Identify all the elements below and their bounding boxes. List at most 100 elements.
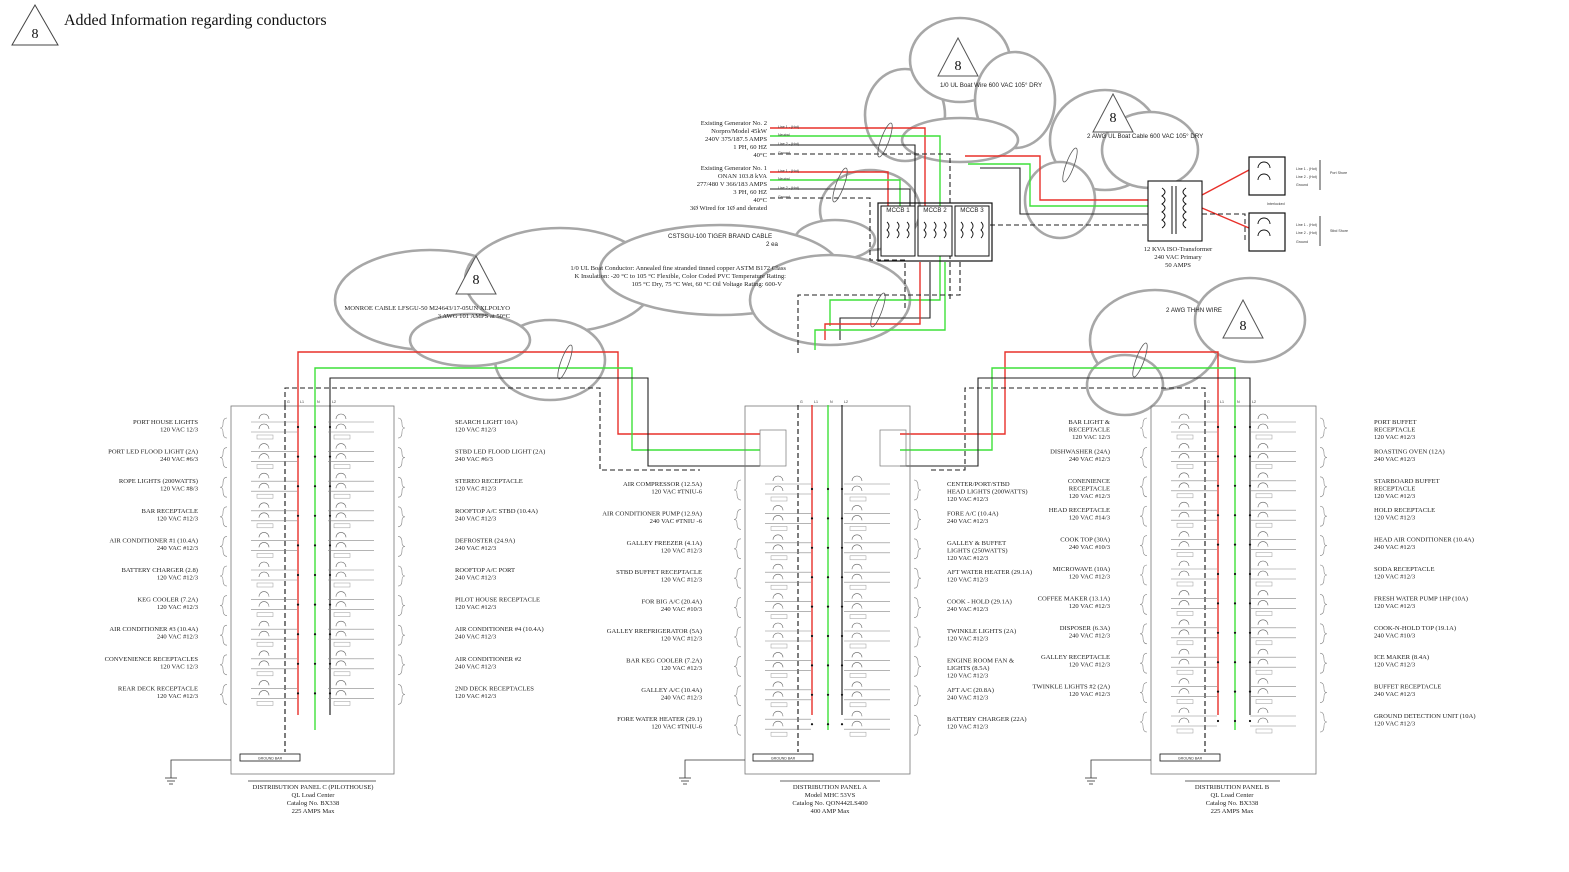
breaker-icon [772, 475, 784, 492]
breaker-rating-box [1176, 669, 1194, 675]
breaker-rating-box [333, 523, 351, 529]
svg-text:Line 2 - (Hot): Line 2 - (Hot) [1296, 231, 1317, 235]
svg-text:Neutral: Neutral [778, 133, 790, 137]
stbd-shore-breaker [1248, 212, 1286, 252]
circuit-label-left: 240 VAC #12/3 [1069, 632, 1111, 639]
bus-tap [840, 723, 844, 726]
badge-right: 8 [1092, 92, 1134, 133]
bus-tap [826, 634, 830, 638]
breaker-rating-box [770, 584, 788, 590]
generator-line-labels: Line 1 - (Hot) Neutral Line 2 - (Hot) Gr… [778, 125, 799, 199]
svg-text:Catalog No. BX338: Catalog No. BX338 [287, 800, 340, 807]
circuit-label-right: BATTERY CHARGER (22A) [947, 716, 1027, 723]
bus-tap [1233, 572, 1237, 576]
circuit-label-right: BUFFET RECEPTACLE [1374, 684, 1441, 691]
left-brace [733, 597, 742, 618]
bus-tap [313, 692, 317, 695]
bus-tap [328, 514, 332, 517]
svg-text:QL Load Center: QL Load Center [292, 792, 336, 799]
svg-text:1 PH, 60 HZ: 1 PH, 60 HZ [733, 144, 767, 151]
circuit-label-right: 240 VAC #12/3 [1374, 456, 1416, 463]
breaker-icon [335, 532, 347, 548]
bus-tap [328, 455, 332, 458]
svg-text:Model MHC 53VS: Model MHC 53VS [805, 792, 856, 799]
breaker-icon [335, 680, 347, 696]
breaker-rating-box [770, 555, 788, 561]
bus-tap [328, 633, 332, 636]
circuit-label-right: 240 VAC #12/3 [455, 575, 497, 582]
right-brace [397, 595, 406, 616]
left-brace [1139, 535, 1148, 556]
revision-triangle-icon [1092, 92, 1134, 133]
bus-tap [296, 455, 300, 458]
mccb-enclosure [877, 202, 993, 262]
breaker-rating-box [333, 464, 351, 469]
revision-triangle-icon [455, 254, 497, 295]
generator-2-label: Existing Generator No. 2 Norpro/Model 45… [701, 120, 768, 159]
bus-tap [826, 517, 830, 520]
circuit-label-left: 240 VAC #12/3 [157, 545, 199, 552]
note-thhn: 2 AWG THHN WIRE [1166, 307, 1222, 314]
left-brace [1139, 682, 1148, 703]
circuit-label-left: GALLEY A/C (10.4A) [641, 687, 702, 694]
breaker-rating-box [333, 701, 351, 706]
breaker-icon [851, 475, 863, 492]
breaker-rating-box [1255, 464, 1273, 469]
svg-text:12 KVA ISO-Transformer: 12 KVA ISO-Transformer [1144, 246, 1213, 253]
shore-line1-wire [965, 155, 1148, 201]
circuit-label-left: 120 VAC #12/3 [157, 604, 199, 611]
circuit-label-left: DISPOSER (6.3A) [1060, 625, 1110, 632]
right-brace [1319, 652, 1328, 674]
conductor-callout-1 [832, 167, 848, 203]
svg-text:Norpro/Model 45kW: Norpro/Model 45kW [711, 128, 768, 135]
left-brace [733, 538, 742, 560]
circuit-label-right: 240 VAC #12/3 [947, 694, 989, 701]
circuit-label-left: AIR COMPRESSOR (12.5A) [623, 481, 702, 488]
breaker-icon [1178, 472, 1190, 488]
breaker-icon [335, 561, 347, 578]
breaker-rating-box [333, 612, 351, 617]
circuit-label-left: COFFEE MAKER (13.1A) [1038, 595, 1110, 602]
circuit-label-left: 120 VAC #12/3 [157, 515, 199, 522]
left-brace [219, 476, 228, 498]
circuit-label-left: 120 VAC #12/3 [1069, 603, 1111, 610]
circuit-label-right: 240 VAC #6/3 [455, 456, 494, 463]
breaker-icon [1178, 501, 1190, 518]
panel-captions: DISTRIBUTION PANEL C (PILOTHOUSE) QL Loa… [248, 780, 1280, 815]
circuit-label-left: ROPE LIGHTS (200WATTS) [119, 478, 198, 485]
breaker-rating-box [333, 553, 351, 558]
page-title: Added Information regarding conductors [64, 12, 327, 29]
breaker-icon [772, 681, 784, 697]
bus-tap [840, 634, 844, 638]
breaker-icon [851, 681, 863, 697]
circuit-label-left: AIR CONDITIONER #3 (10.4A) [109, 626, 198, 633]
breaker-icon [851, 563, 863, 580]
svg-text:Line 1 - (Hot): Line 1 - (Hot) [778, 125, 799, 129]
panel-c-feed-hot [297, 351, 760, 435]
left-brace [219, 654, 228, 676]
note-tiger-count: 2 ea [766, 241, 779, 248]
breaker-icon [1257, 707, 1269, 724]
svg-text:40°C: 40°C [753, 197, 767, 204]
breaker-rating-box [849, 643, 867, 649]
circuit-label-left: 120 VAC #12/3 [157, 575, 199, 582]
bus-tap [313, 662, 317, 665]
cloud-badges: 8 8 8 8 [455, 36, 1264, 339]
bus-tap [313, 603, 317, 606]
circuit-label-right: 120 VAC #12/3 [947, 577, 989, 584]
shore-neutral-wire [968, 163, 1148, 207]
breaker-rating-box [770, 731, 788, 737]
bus-tap [1233, 484, 1237, 487]
circuit-label-left: KEG COOLER (7.2A) [137, 597, 198, 604]
svg-text:40°C: 40°C [753, 152, 767, 159]
circuit-label-left: GALLEY RECEPTACLE [1041, 654, 1110, 661]
conductor-callout-2 [557, 344, 573, 380]
breaker-rating-box [1176, 699, 1194, 704]
left-brace [733, 656, 742, 677]
circuit-label-left: 120 VAC #12/3 [661, 577, 703, 584]
breaker-rating-box [333, 434, 351, 440]
breaker-rating-box [1176, 522, 1194, 528]
cloud-main [333, 223, 912, 402]
note-conductor-2: K Insulation: -20 °C to 105 °C Flexible,… [575, 273, 787, 280]
svg-text:Line 2 - (Hot): Line 2 - (Hot) [778, 186, 799, 190]
